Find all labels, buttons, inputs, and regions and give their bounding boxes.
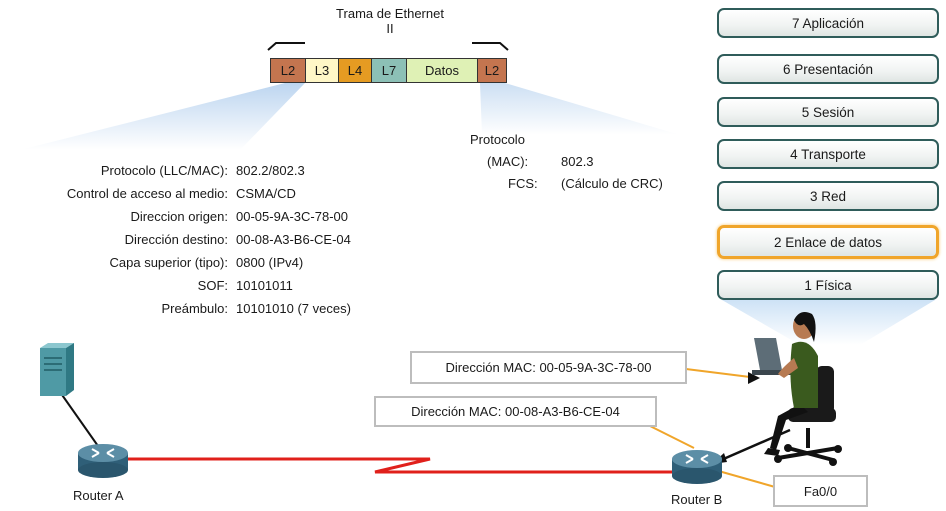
field-value-preamble: 10101010 (7 veces) bbox=[236, 301, 351, 316]
dest-mac-pointer bbox=[649, 425, 695, 449]
field-value-upper-layer: 0800 (IPv4) bbox=[236, 255, 304, 270]
mac-arrow-head bbox=[748, 372, 760, 384]
osi-layer-2-highlighted: 2 Enlace de datos bbox=[717, 225, 939, 259]
frame-cell-data: Datos bbox=[406, 58, 478, 83]
osi-layer-4: 4 Transporte bbox=[717, 139, 939, 169]
header-values: 802.2/802.3 CSMA/CD 00-05-9A-3C-78-00 00… bbox=[236, 163, 436, 316]
frame-cell-l3: L3 bbox=[305, 58, 339, 83]
router-icon bbox=[672, 450, 722, 484]
router-a-label: Router A bbox=[73, 488, 124, 503]
frame-cell-l2-header: L2 bbox=[270, 58, 306, 83]
server-icon bbox=[40, 343, 74, 396]
server-cable bbox=[59, 391, 99, 447]
router-b-label: Router B bbox=[671, 492, 723, 507]
trailer-protocol-label-1: Protocolo bbox=[470, 132, 525, 147]
source-mac-pointer bbox=[685, 368, 759, 379]
frame-title: Trama de Ethernet II bbox=[300, 6, 480, 36]
trailer-fcs-value: (Cálculo de CRC) bbox=[561, 176, 663, 191]
dest-mac-callout: Dirección MAC: 00-08-A3-B6-CE-04 bbox=[374, 396, 657, 427]
field-label-protocol: Protocolo (LLC/MAC): bbox=[100, 163, 228, 178]
wan-link bbox=[128, 457, 690, 474]
frame-title-line2: II bbox=[386, 21, 394, 36]
field-value-protocol: 802.2/802.3 bbox=[236, 163, 305, 178]
trailer-fcs-label: FCS: bbox=[508, 176, 538, 191]
interface-callout: Fa0/0 bbox=[773, 475, 868, 507]
frame-cell-l2-trailer: L2 bbox=[477, 58, 507, 83]
header-fields: Protocolo (LLC/MAC): Control de acceso a… bbox=[0, 163, 229, 316]
source-mac-callout: Dirección MAC: 00-05-9A-3C-78-00 bbox=[410, 351, 687, 384]
header-funnel bbox=[20, 83, 305, 150]
trailer-protocol-value: 802.3 bbox=[561, 154, 594, 169]
field-label-access-control: Control de acceso al medio: bbox=[66, 186, 228, 201]
frame-cell-l4: L4 bbox=[338, 58, 372, 83]
trailer-protocol-label-2: (MAC): bbox=[487, 154, 529, 169]
field-value-dest-address: 00-08-A3-B6-CE-04 bbox=[236, 232, 351, 247]
osi-layer-5: 5 Sesión bbox=[717, 97, 939, 127]
field-value-sof: 10101011 bbox=[236, 278, 293, 293]
osi-layer-3: 3 Red bbox=[717, 181, 939, 211]
field-label-sof: SOF: bbox=[197, 278, 228, 293]
frame-bracket-left bbox=[267, 42, 305, 51]
osi-layer-1: 1 Física bbox=[717, 270, 939, 300]
osi-layer-7: 7 Aplicación bbox=[717, 8, 939, 38]
router-icon bbox=[78, 444, 128, 478]
frame-bracket-right bbox=[472, 42, 509, 51]
trailer-funnel bbox=[480, 83, 680, 135]
field-label-upper-layer: Capa superior (tipo): bbox=[109, 255, 229, 270]
field-label-dest-address: Dirección destino: bbox=[124, 232, 228, 247]
field-label-preamble: Preámbulo: bbox=[161, 301, 228, 316]
osi-funnel bbox=[722, 300, 935, 345]
frame-title-line1: Trama de Ethernet bbox=[336, 6, 444, 21]
field-label-source-address: Direccion origen: bbox=[130, 209, 228, 224]
interface-pointer bbox=[714, 469, 776, 488]
osi-layer-6: 6 Presentación bbox=[717, 54, 939, 84]
field-value-access-control: CSMA/CD bbox=[236, 186, 296, 201]
frame-cell-l7: L7 bbox=[371, 58, 407, 83]
field-value-source-address: 00-05-9A-3C-78-00 bbox=[236, 209, 349, 224]
user-at-computer-icon bbox=[752, 312, 842, 466]
